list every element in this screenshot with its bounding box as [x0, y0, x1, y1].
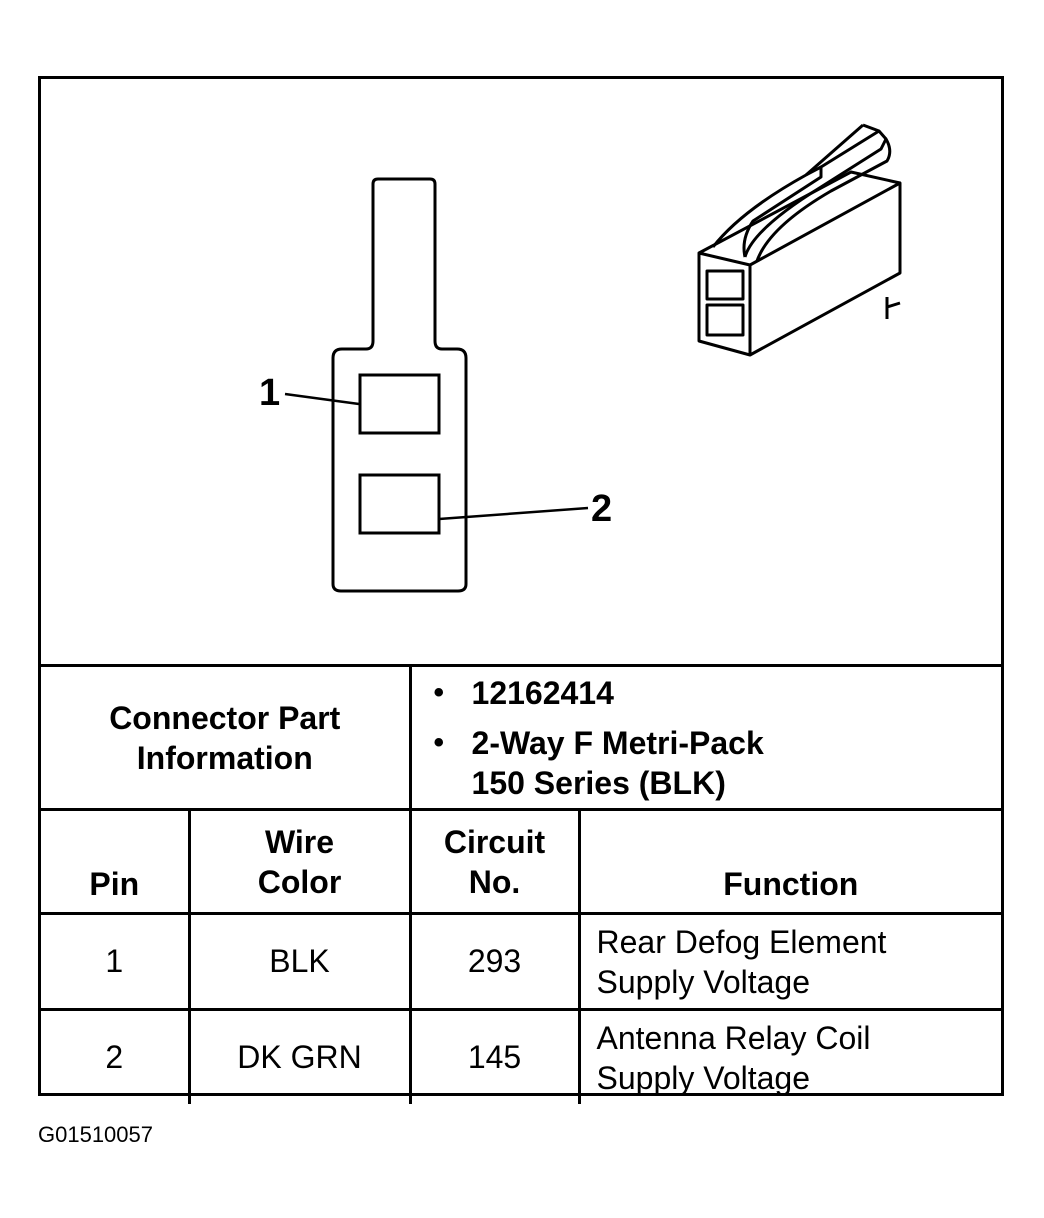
connector-info-item: • 2-Way F Metri-Pack [434, 723, 1002, 763]
row-1-function-line1: Rear Defog Element [596, 923, 887, 960]
connector-type: 2-Way F Metri-Pack [471, 724, 764, 761]
pin-1-cavity [358, 373, 441, 435]
table-header-row: Pin Wire Color Circuit No. Function [41, 808, 1002, 915]
connector-info-item: • 12162414 [434, 673, 1002, 713]
row-1-function-line2: Supply Voltage [596, 963, 811, 1000]
connector-info-item-cont: 150 Series (BLK) [472, 763, 1002, 803]
part-number: 12162414 [471, 674, 614, 711]
pin-2-leader [438, 506, 589, 521]
connector-diagram-frame: 1 2 Connector Part Information • 12162414… [38, 76, 1004, 1104]
pin-2-label: 2 [591, 488, 613, 530]
header-pin: Pin [41, 808, 191, 915]
header-wire-color-line1: Wire [264, 823, 335, 860]
row-2-function-line1: Antenna Relay Coil [596, 1019, 871, 1056]
header-circuit: Circuit No. [408, 808, 581, 915]
figure-id: G01510057 [38, 1122, 153, 1147]
header-circuit-line1: Circuit [443, 823, 546, 860]
connector-info-label-line1: Connector Part [109, 699, 341, 736]
connector-info-label: Connector Part Information [41, 664, 412, 811]
connector-info-list: • 12162414 • 2-Way F Metri-Pack 150 Series… [408, 664, 1002, 811]
pin-1-leader [284, 392, 360, 406]
row-1-circuit: 293 [408, 912, 581, 1011]
bullet-icon: • [433, 725, 445, 759]
row-2-function: Antenna Relay Coil Supply Voltage [577, 1008, 1002, 1104]
row-2-function-line2: Supply Voltage [596, 1059, 811, 1096]
row-2-circuit: 145 [408, 1008, 581, 1104]
connector-info-label-line2: Information [136, 739, 313, 776]
header-wire-color-line2: Color [257, 863, 342, 900]
connector-iso-view [697, 123, 902, 357]
table-row: 1 BLK 293 Rear Defog Element Supply Volt… [41, 912, 1002, 1011]
header-circuit-line2: No. [468, 863, 521, 900]
header-function: Function [577, 808, 1002, 915]
connector-drawing [284, 123, 902, 593]
pin-2-cavity [358, 473, 441, 535]
row-1-function: Rear Defog Element Supply Voltage [577, 912, 1002, 1011]
pin-1-label: 1 [259, 372, 281, 414]
row-2-wire-color: DK GRN [187, 1008, 412, 1104]
table-row: 2 DK GRN 145 Antenna Relay Coil Supply V… [41, 1008, 1002, 1104]
header-wire-color: Wire Color [187, 808, 412, 915]
connector-table: Connector Part Information • 12162414 • 2-… [41, 664, 1002, 1104]
connector-series: 150 Series (BLK) [471, 764, 726, 801]
connector-diagram: 1 2 [41, 79, 1001, 664]
row-1-pin: 1 [41, 912, 191, 1011]
row-2-pin: 2 [41, 1008, 191, 1104]
connector-info-row: Connector Part Information • 12162414 • 2-… [41, 664, 1002, 811]
bullet-icon: • [433, 675, 445, 709]
row-1-wire-color: BLK [187, 912, 412, 1011]
connector-face-outline [331, 177, 468, 593]
